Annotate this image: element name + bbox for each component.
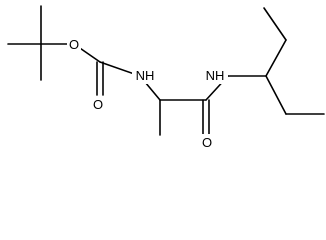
atom-bg-o-amide: [199, 134, 215, 151]
molecule-svg: O O NH O NH: [7, 5, 325, 151]
atom-bg-o-ester: [67, 35, 81, 52]
bond-ch-ethyl1-a: [265, 39, 287, 77]
bond-ch-ethyl2-a: [265, 75, 287, 115]
atom-label-o-carbamate: O: [93, 97, 103, 112]
structure-diagram: O O NH O NH: [7, 5, 325, 151]
bond-ch-ethyl1-b: [263, 7, 287, 41]
atom-label-nh-amide: NH: [206, 68, 225, 83]
atom-bg-nh-carbamate: [132, 66, 158, 84]
atom-label-o-ester: O: [69, 37, 79, 52]
atom-bg-o-carbamate: [90, 96, 106, 113]
atom-label-o-amide: O: [202, 135, 212, 150]
atom-bg-nh-amide: [202, 66, 228, 84]
atom-label-nh-carbamate: NH: [136, 68, 155, 83]
